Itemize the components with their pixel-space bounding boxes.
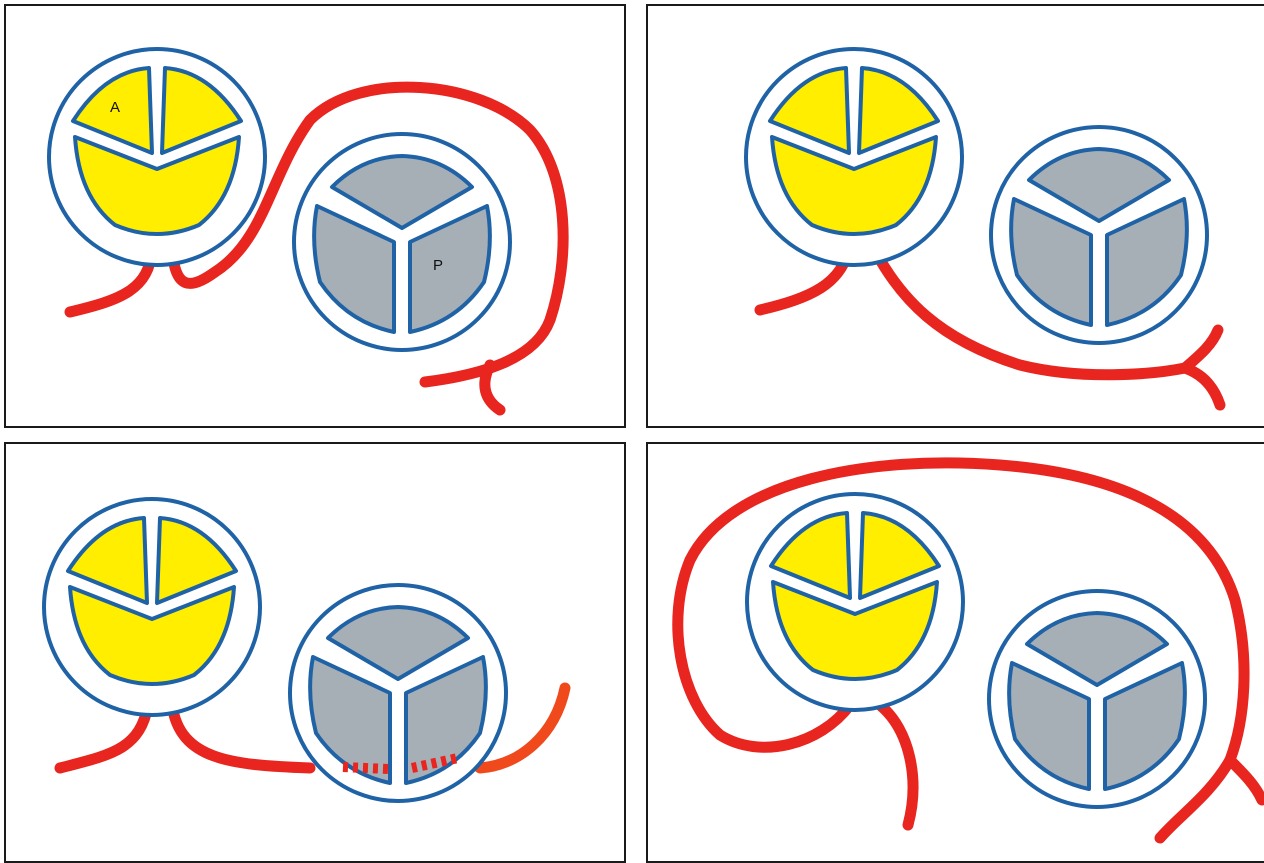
aortic-valve (746, 49, 962, 265)
aortic-label: A (110, 99, 120, 116)
panel-top-left: A P (4, 4, 626, 428)
panel-bottom-right (646, 442, 1264, 863)
pulmonary-valve (294, 134, 510, 350)
panel-top-right (646, 4, 1264, 428)
pulmonary-label: P (433, 257, 443, 274)
panel-bottom-left (4, 442, 626, 863)
aortic-valve (49, 49, 265, 265)
aortic-valve (44, 499, 260, 715)
pulmonary-valve (290, 585, 506, 801)
pulmonary-valve (991, 127, 1207, 343)
pulmonary-valve (989, 591, 1205, 807)
aortic-valve (747, 494, 963, 710)
